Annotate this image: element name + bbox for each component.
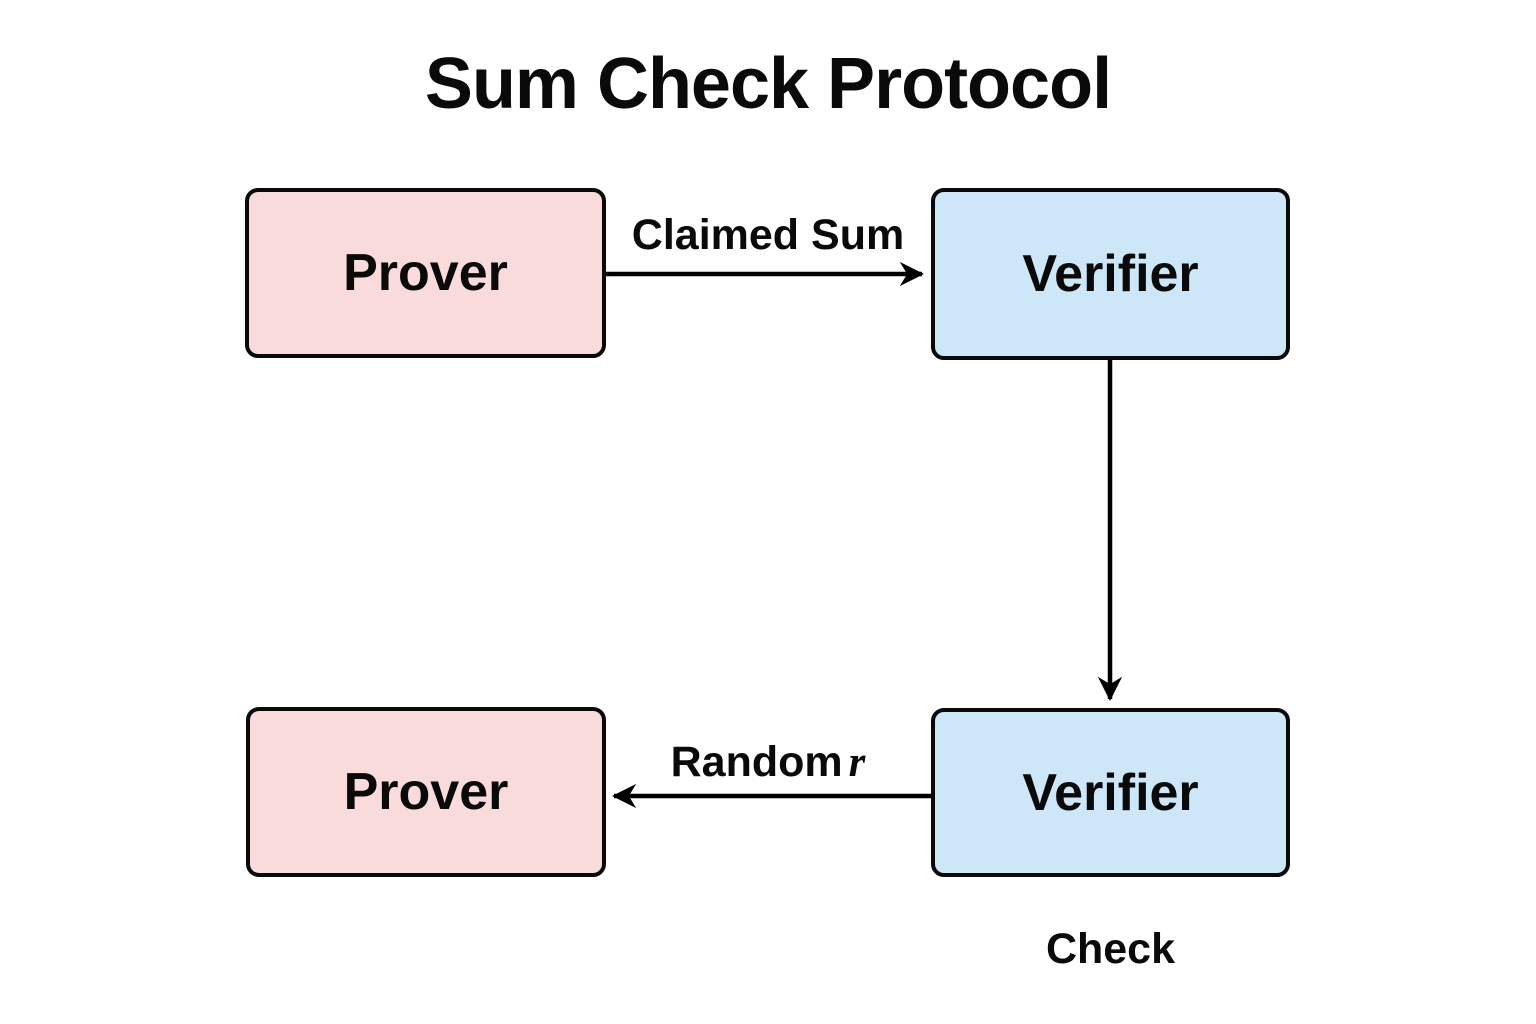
prover-bottom-box: Prover (246, 707, 606, 877)
verifier-top-box: Verifier (931, 188, 1290, 360)
random-r-word: Random (670, 738, 843, 786)
verifier-bottom-box: Verifier (931, 708, 1290, 877)
verifier-top-label: Verifier (1022, 245, 1199, 303)
check-label: Check (1045, 925, 1176, 973)
prover-top-box: Prover (245, 188, 606, 358)
random-r-variable: r (848, 739, 866, 786)
claimed-sum-label: Claimed Sum (631, 211, 905, 259)
diagram-title: Sum Check Protocol (424, 44, 1112, 124)
prover-top-label: Prover (343, 244, 508, 302)
verifier-bottom-label: Verifier (1022, 763, 1199, 822)
prover-bottom-label: Prover (343, 763, 509, 821)
